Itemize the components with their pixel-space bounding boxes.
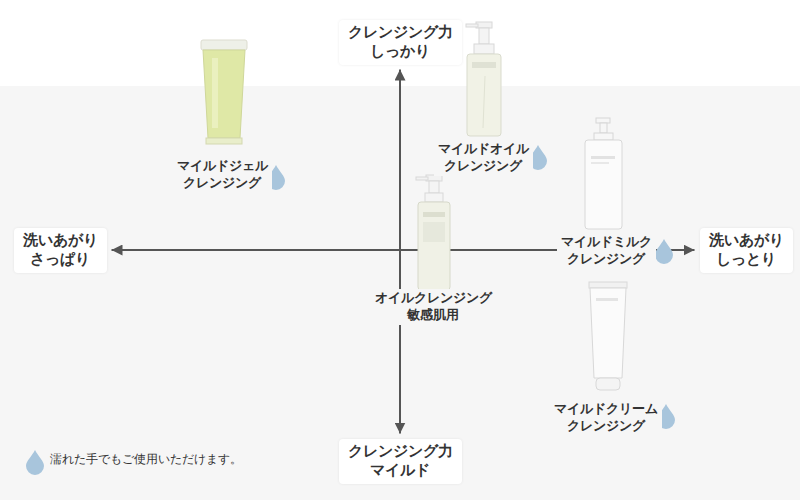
axis-label-text: 洗いあがり しっとり: [709, 231, 784, 270]
product-name: マイルドオイル クレンジング: [434, 140, 533, 176]
product-name: マイルドクリーム クレンジング: [550, 400, 662, 436]
sensitive-oil-bottle: [416, 175, 450, 290]
water-drop-icons: [26, 145, 675, 475]
axis-arrow: [399, 70, 401, 434]
cream-tube: [589, 282, 627, 390]
axis-label-text: 洗いあがり さっぱり: [23, 231, 98, 270]
oil-bottle: [466, 22, 501, 136]
product-name: オイルクレンジング 敏感肌用: [371, 289, 496, 325]
axis-label-box: クレンジング力 しっかり: [339, 20, 462, 65]
milk-bottle: [585, 118, 622, 229]
axis-label-box: 洗いあがり さっぱり: [14, 228, 107, 273]
legend-text: 濡れた手でもご使用いただけます。: [50, 452, 242, 468]
axis-label-box: クレンジング力 マイルド: [339, 439, 462, 484]
axis-label-text: クレンジング力 マイルド: [348, 442, 453, 481]
legend-entry: 濡れた手でもご使用いただけます。: [50, 452, 242, 468]
product-name: マイルドジェル クレンジング: [173, 157, 272, 193]
product-name: マイルドミルク クレンジング: [557, 233, 656, 269]
gel-tube: [201, 40, 247, 144]
axis-label-box: 洗いあがり しっとり: [700, 228, 793, 273]
axis-label-text: クレンジング力 しっかり: [348, 23, 453, 62]
